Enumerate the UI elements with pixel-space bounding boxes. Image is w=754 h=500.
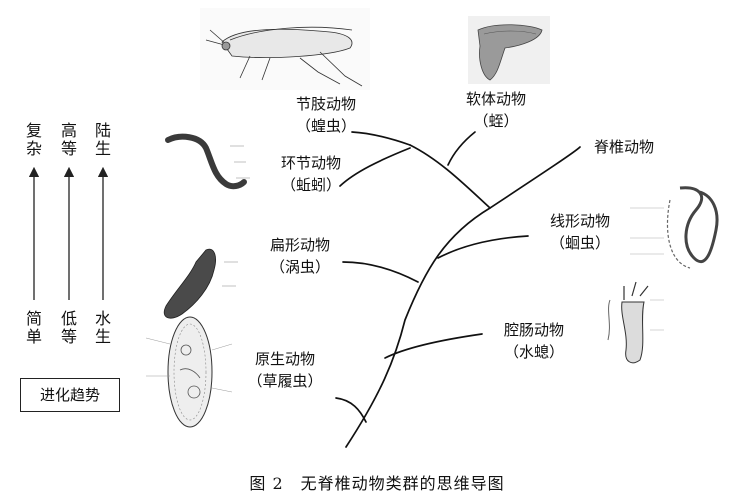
vertebrate-label: 脊椎动物 [593, 138, 654, 156]
annelid-label: 环节动物 （蚯蚓） [280, 154, 341, 194]
earthworm-illustration [165, 133, 250, 190]
grasshopper-illustration [200, 8, 370, 90]
paramecium-illustration [145, 316, 233, 428]
roundworm-illustration [630, 186, 719, 269]
branch-flatworm [342, 261, 419, 283]
trend-complex-label: 复杂 [25, 121, 42, 158]
mollusc-label: 软体动物 （蛭） [465, 90, 526, 130]
leech-illustration [468, 16, 550, 84]
coelenterate-label: 腔肠动物 （水螅） [503, 321, 564, 361]
evolution-trend-legend: 进化趋势 [20, 378, 120, 412]
trend-lower-label: 低等 [60, 309, 77, 346]
branch-annelid [339, 147, 411, 187]
trend-simple-label: 简单 [25, 309, 42, 346]
tree-branches [335, 131, 581, 448]
figure-caption: 图 2 无脊椎动物类群的思维导图 [249, 474, 505, 493]
hydra-illustration [607, 281, 664, 364]
branch-arthropod-annelid [409, 144, 491, 209]
planaria-illustration [163, 248, 238, 319]
trend-aquatic-label: 水生 [94, 309, 111, 346]
trend-higher-label: 高等 [60, 121, 77, 158]
branch-nematode [437, 235, 529, 259]
arthropod-label: 节肢动物 （蝗虫） [295, 95, 356, 135]
branch-protozoa [335, 397, 367, 423]
protozoa-label: 原生动物 （草履虫） [247, 350, 323, 390]
branch-mollusc [447, 131, 476, 166]
trunk [345, 146, 581, 448]
nematode-label: 线形动物 （蛔虫） [549, 212, 610, 252]
branch-arthropod [351, 131, 411, 146]
flatworm-label: 扁形动物 （涡虫） [269, 236, 330, 276]
trend-terrestrial-label: 陆生 [94, 121, 111, 158]
branch-coelenterate [384, 333, 483, 359]
